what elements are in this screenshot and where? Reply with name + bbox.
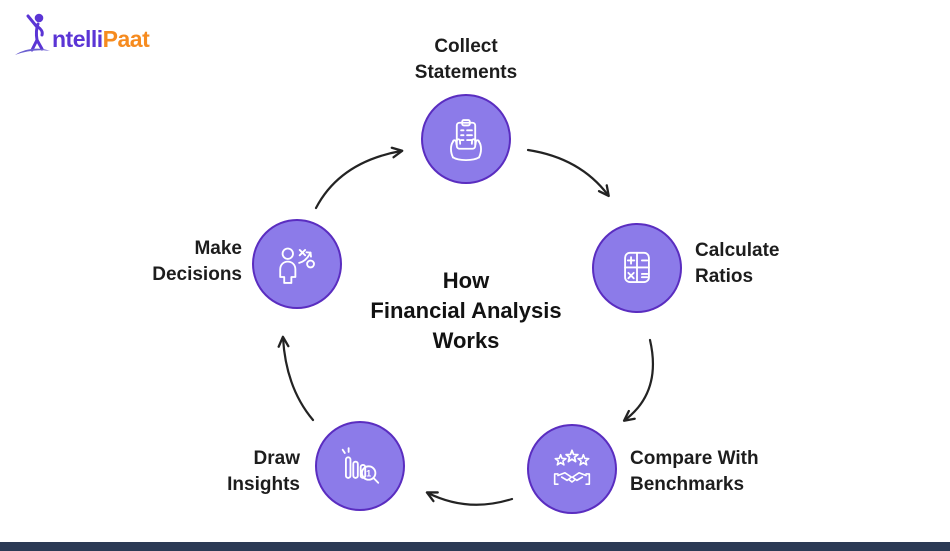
label-line: Benchmarks xyxy=(630,474,745,495)
label-line: Collect xyxy=(434,36,498,57)
footer-bar xyxy=(0,542,950,551)
label-collect-statements: Collect Statements xyxy=(346,34,586,86)
label-line: Statements xyxy=(414,62,518,83)
label-line: Decisions xyxy=(152,264,242,285)
intellipaat-logo: ntelliPaat xyxy=(12,6,182,64)
step-circle-draw-insights: 1 xyxy=(315,421,405,511)
label-calculate-ratios: Calculate Ratios xyxy=(695,238,865,290)
logo-text: ntelliPaat xyxy=(52,26,150,53)
label-line: Compare With xyxy=(630,448,759,469)
arrow-compare-to-draw xyxy=(425,491,514,506)
step-circle-calculate-ratios xyxy=(592,223,682,313)
arrow-make-to-collect xyxy=(314,146,404,210)
logo-text-purple: ntelli xyxy=(52,26,103,52)
stars-handshake-icon xyxy=(553,449,591,485)
calculator-icon xyxy=(624,251,650,284)
label-line: Insights xyxy=(227,474,300,495)
label-line: Calculate xyxy=(695,240,780,261)
title-line-3: Works xyxy=(432,328,500,353)
arrow-calculate-to-compare xyxy=(622,338,654,422)
page-title: How Financial Analysis Works xyxy=(341,266,591,356)
label-compare-benchmarks: Compare With Benchmarks xyxy=(630,446,840,498)
clipboard-in-hands-icon xyxy=(450,119,482,162)
person-strategy-icon xyxy=(279,247,315,284)
label-make-decisions: Make Decisions xyxy=(82,236,242,288)
title-line-1: How xyxy=(442,268,490,293)
logo-text-orange: Paat xyxy=(102,26,150,52)
arrow-collect-to-calculate xyxy=(526,148,610,198)
label-line: Draw xyxy=(253,448,300,469)
label-line: Ratios xyxy=(695,266,754,287)
step-circle-collect-statements xyxy=(421,94,511,184)
step-circle-compare-benchmarks xyxy=(527,424,617,514)
bar-chart-magnifier-icon: 1 xyxy=(341,447,380,484)
step-circle-make-decisions xyxy=(252,219,342,309)
arrow-draw-to-make xyxy=(277,335,315,422)
magnifier-badge: 1 xyxy=(366,469,371,479)
label-line: Make xyxy=(194,238,242,259)
label-draw-insights: Draw Insights xyxy=(140,446,300,498)
title-line-2: Financial Analysis xyxy=(370,298,562,323)
logo-person-icon xyxy=(15,13,50,55)
